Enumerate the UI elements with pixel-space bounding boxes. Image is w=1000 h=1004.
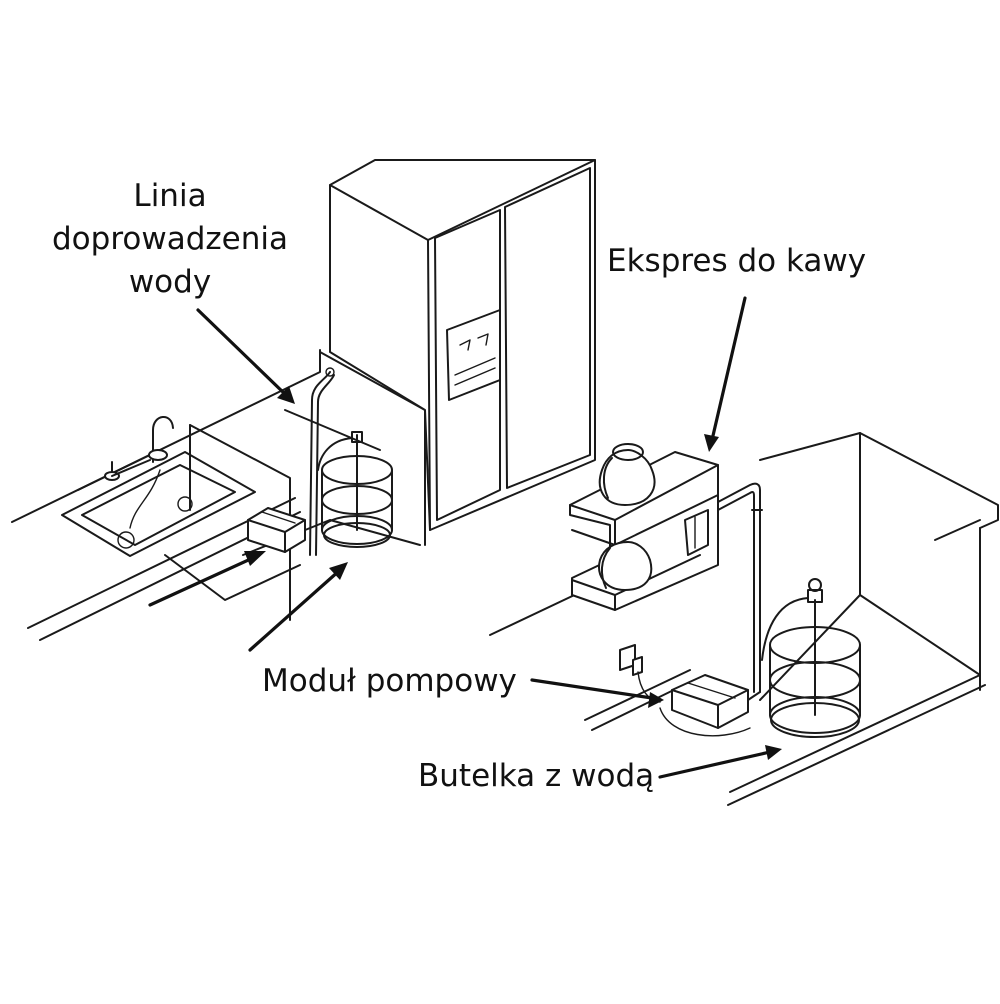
left-pump-module [247,507,306,553]
coffee-water-line [717,482,763,693]
right-arrows [530,296,782,779]
right-water-bottle [761,578,861,738]
left-water-bottle [317,431,393,548]
arrow-right-pump [530,678,654,700]
water-bottle-label: Butelka z wodą [418,758,655,794]
arrow-coffee-maker-head [704,434,719,452]
arrow-left-bottle [248,568,342,652]
arrow-right-pump-head [648,692,664,708]
refrigerator [329,159,596,531]
carafe-bottom [598,541,653,591]
arrow-left-pump-head [244,551,266,566]
water-line-label-line-2: doprowadzenia [52,220,288,257]
arrow-coffee-maker [710,296,747,442]
arrow-right-bottle-head [765,745,782,760]
coffee-maker-label: Ekspres do kawy [607,243,867,279]
sink [61,449,256,557]
carafe-top [598,443,656,506]
water-line-label: Linia doprowadzenia wody [40,175,300,303]
water-line [309,367,335,556]
pump-module-label: Moduł pompowy [262,663,517,699]
right-counter [489,432,999,806]
arrow-water-line-head [277,386,295,404]
arrow-right-bottle [658,750,772,779]
arrow-left-pump [148,555,257,607]
arrow-left-bottle-head [329,562,348,580]
faucet [104,416,174,481]
right-pump-module [659,674,761,737]
left-counter [11,345,426,641]
water-line-label-line-3: wody [128,263,212,300]
arrow-water-line [196,308,289,398]
left-arrows [148,308,348,652]
water-line-label-line-1: Linia [133,178,207,214]
